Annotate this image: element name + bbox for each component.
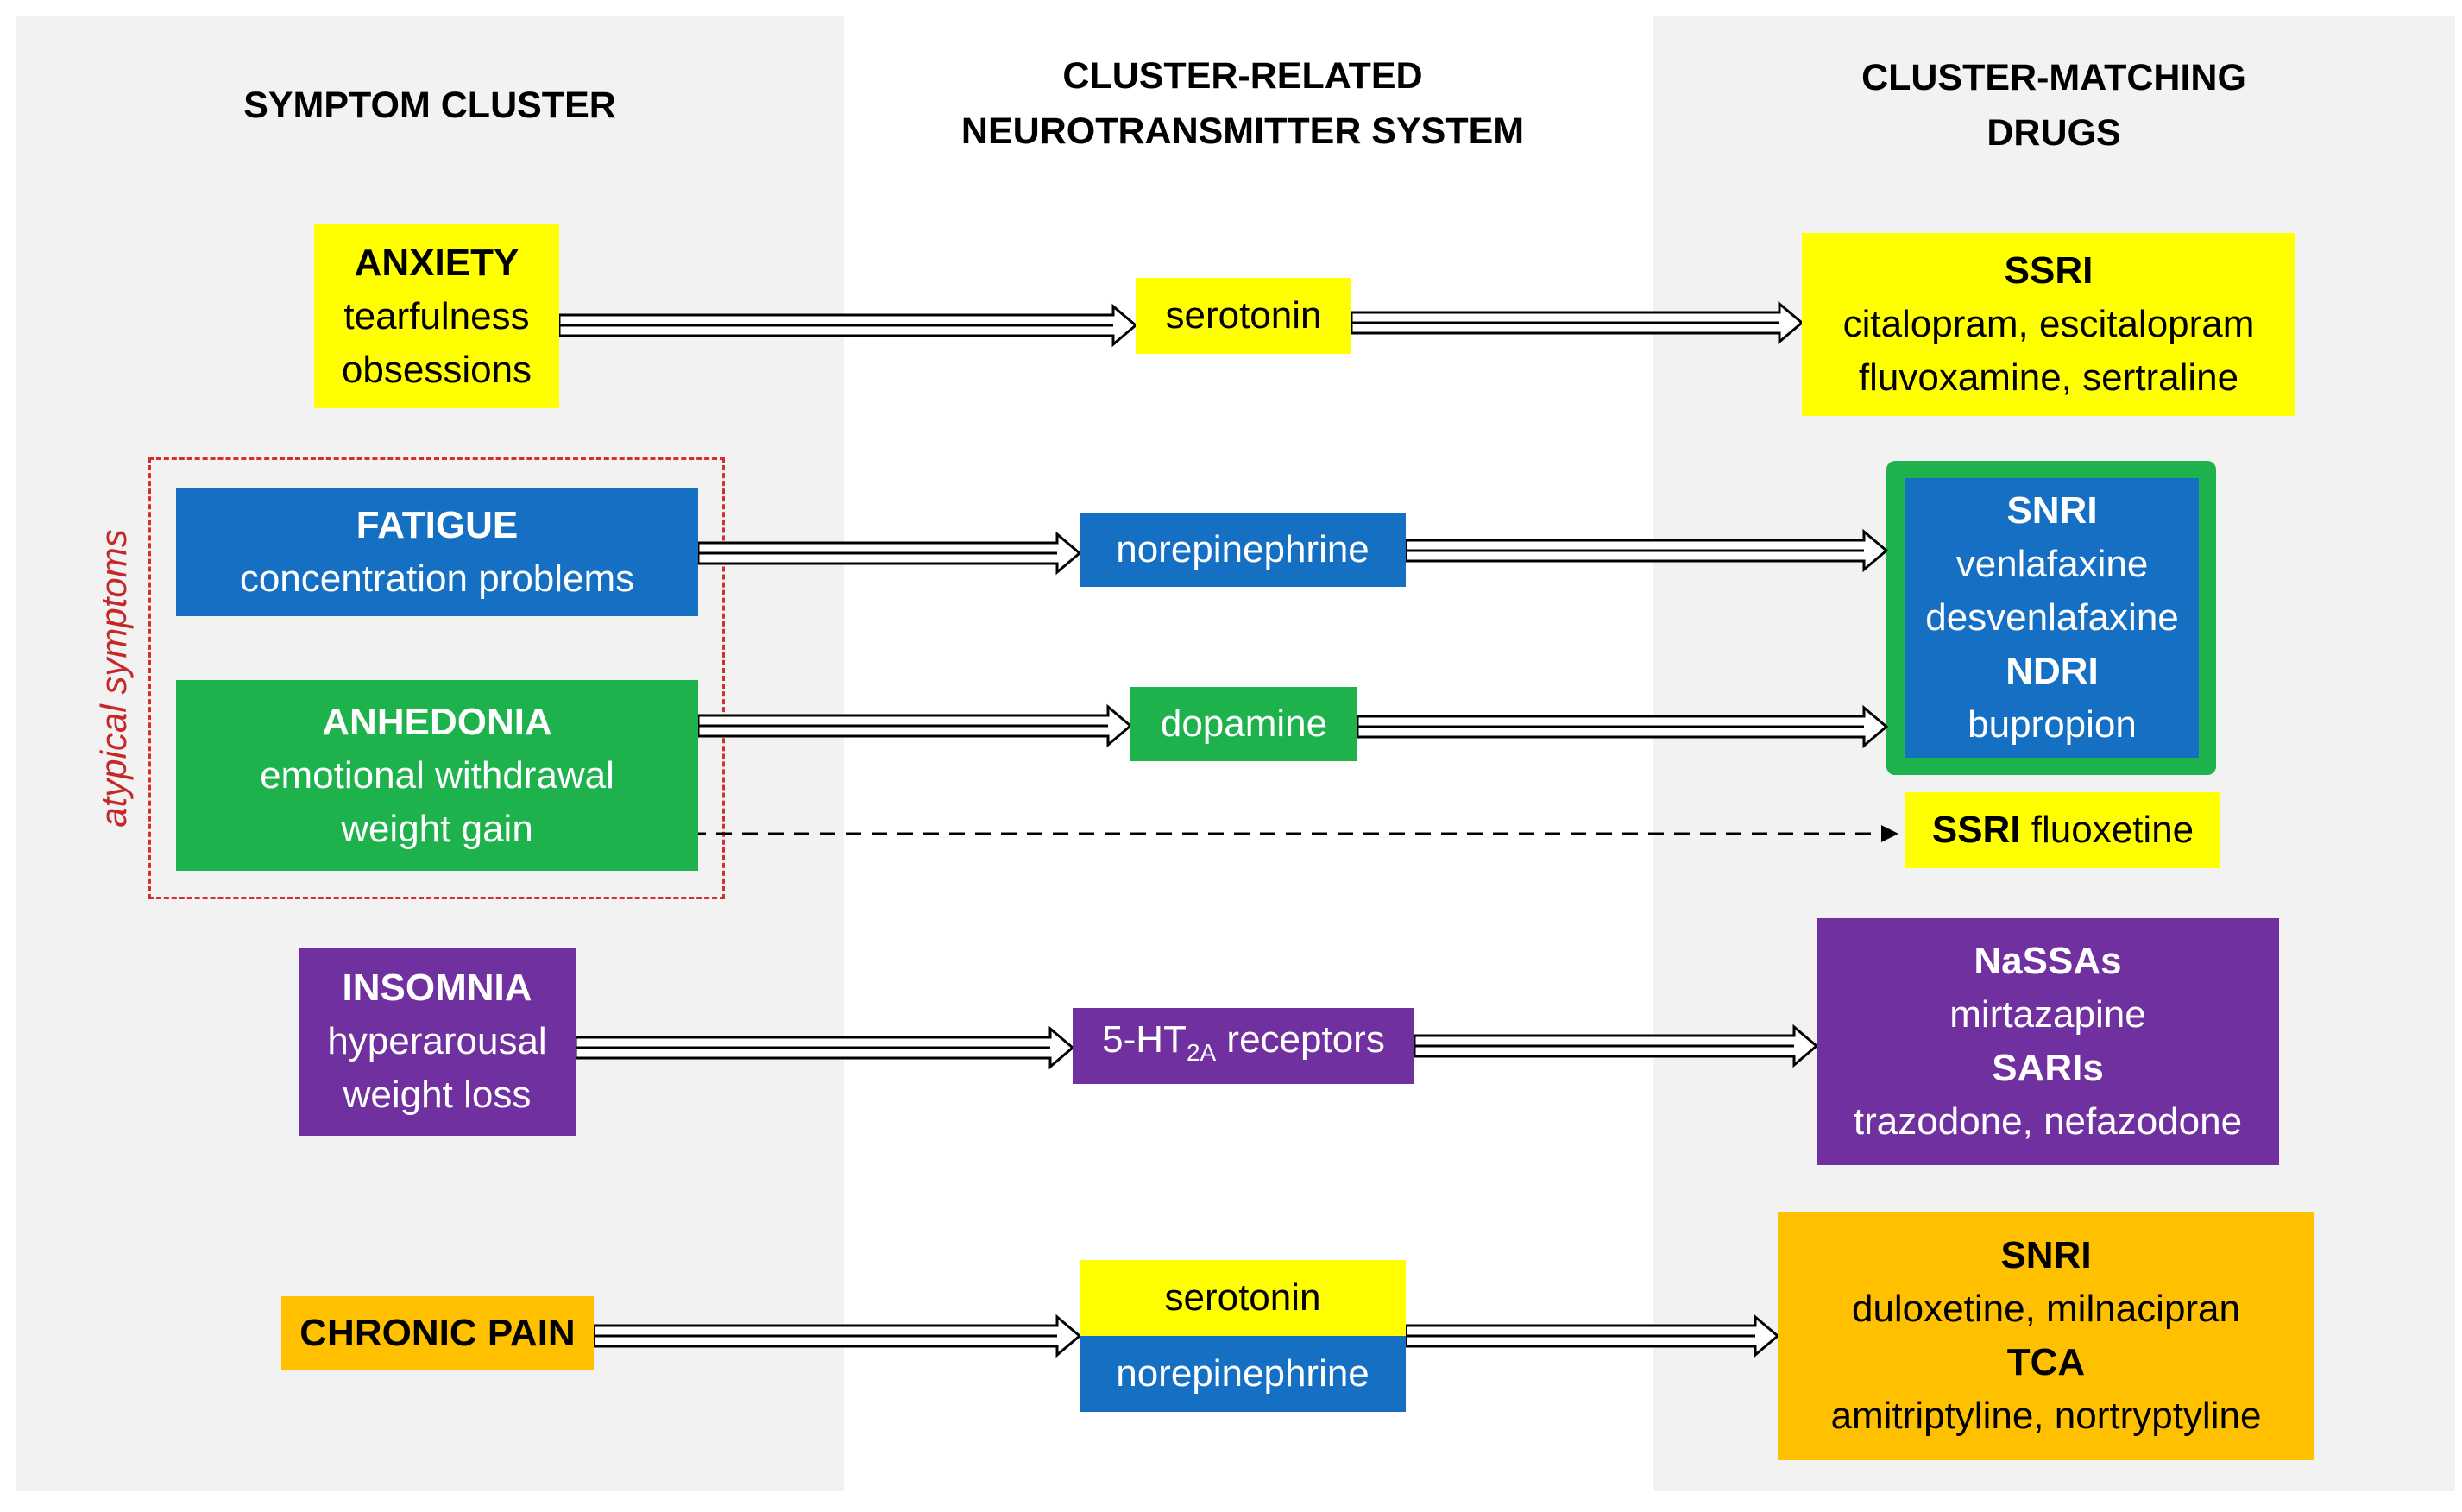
header-neuro-line2: NEUROTRANSMITTER SYSTEM (960, 110, 1525, 152)
neuro-norepinephrine-text: norepinephrine (1116, 528, 1370, 570)
drugs-snri-venlafaxine: venlafaxine (1955, 543, 2149, 585)
symptom-insomnia-line3: weight loss (343, 1074, 532, 1116)
drugs-ssri-line2: citalopram, escitalopram (1842, 303, 2255, 345)
drugs-nassa-sari: NaSSAs mirtazapine SARIs trazodone, nefa… (1817, 918, 2279, 1165)
symptom-anhedonia-line2: emotional withdrawal (260, 753, 614, 797)
drugs-snri2-title: SNRI (2000, 1234, 2092, 1276)
symptom-fatigue: FATIGUE concentration problems (176, 488, 698, 616)
drugs-sari-title: SARIs (1992, 1047, 2104, 1089)
symptom-anxiety-line2: tearfulness (343, 294, 530, 337)
symptom-anxiety-title: ANXIETY (354, 241, 519, 284)
drugs-tca-title: TCA (2006, 1341, 2086, 1383)
drugs-ssri-title: SSRI (2004, 249, 2094, 292)
symptom-anxiety: ANXIETY tearfulness obsessions (314, 224, 559, 408)
symptom-fatigue-title: FATIGUE (356, 504, 519, 546)
neuro-pain-norepinephrine-text: norepinephrine (1116, 1352, 1370, 1395)
drugs-snri-ndri: SNRI venlafaxine desvenlafaxine NDRI bup… (1905, 478, 2199, 758)
neuro-5ht2a-subscript: 2A (1186, 1038, 1217, 1066)
drugs-nassa-title: NaSSAs (1974, 940, 2122, 982)
drugs-ssri-fluoxetine-rest: fluoxetine (2020, 809, 2194, 851)
drugs-snri2-drugs: duloxetine, milnacipran (1851, 1288, 2241, 1330)
drugs-ndri-title: NDRI (2005, 650, 2099, 692)
atypical-symptoms-group (148, 457, 725, 899)
symptom-insomnia: INSOMNIA hyperarousal weight loss (299, 948, 576, 1136)
header-neurotransmitter-system: CLUSTER-RELATED NEUROTRANSMITTER SYSTEM (863, 48, 1622, 159)
drugs-ssri-line3: fluvoxamine, sertraline (1858, 356, 2239, 399)
header-drugs-line1: CLUSTER-MATCHING (1861, 57, 2246, 98)
drugs-snri-title: SNRI (2006, 489, 2098, 532)
dashed-arrow-fluoxetine (561, 825, 1898, 842)
symptom-insomnia-title: INSOMNIA (342, 967, 532, 1009)
drugs-snri-tca: SNRI duloxetine, milnacipran TCA amitrip… (1778, 1212, 2314, 1460)
drugs-ssri-fluoxetine: SSRI fluoxetine (1905, 792, 2220, 868)
neuro-dopamine-text: dopamine (1160, 702, 1328, 745)
symptom-anxiety-line3: obsessions (341, 348, 532, 391)
symptom-chronic-pain: CHRONIC PAIN (281, 1296, 594, 1370)
drugs-sari-drugs: trazodone, nefazodone (1853, 1100, 2243, 1143)
drugs-ssri-fluoxetine-bold: SSRI (1931, 809, 2021, 851)
neuro-pain-norepinephrine: norepinephrine (1080, 1336, 1406, 1412)
drugs-ssri: SSRI citalopram, escitalopram fluvoxamin… (1802, 233, 2295, 416)
header-drugs-line2: DRUGS (1987, 112, 2121, 154)
symptom-anhedonia: ANHEDONIA emotional withdrawal weight ga… (176, 680, 698, 871)
drugs-ssri-fluoxetine-text: SSRI fluoxetine (1932, 803, 2194, 857)
header-symptom-cluster: SYMPTOM CLUSTER (16, 78, 844, 133)
drugs-ndri-bupropion: bupropion (1968, 703, 2137, 746)
header-cluster-matching-drugs: CLUSTER-MATCHING DRUGS (1653, 50, 2455, 161)
symptom-chronic-pain-title: CHRONIC PAIN (299, 1312, 576, 1354)
header-neuro-line1: CLUSTER-RELATED (1062, 55, 1423, 97)
neuro-5ht2a-suffix: receptors (1216, 1017, 1385, 1061)
symptom-insomnia-line2: hyperarousal (327, 1020, 547, 1062)
drugs-snri-desvenlafaxine: desvenlafaxine (1925, 596, 2179, 639)
symptom-anhedonia-title: ANHEDONIA (322, 700, 552, 743)
drugs-nassa-mirtazapine: mirtazapine (1949, 993, 2146, 1036)
neuro-dopamine: dopamine (1130, 687, 1357, 761)
neuro-5ht2a-prefix: 5-HT (1102, 1017, 1187, 1061)
neuro-serotonin: serotonin (1136, 278, 1351, 354)
neuro-5ht2a-text: 5-HT2A receptors (1102, 1013, 1385, 1080)
header-symptom-cluster-text: SYMPTOM CLUSTER (243, 85, 616, 126)
neuro-serotonin-text: serotonin (1165, 294, 1322, 337)
neuro-pain-serotonin: serotonin (1080, 1260, 1406, 1336)
drugs-tca-drugs: amitriptyline, nortryptyline (1830, 1395, 2262, 1437)
symptom-anhedonia-line3: weight gain (341, 807, 533, 850)
neuro-5ht2a-receptors: 5-HT2A receptors (1073, 1008, 1414, 1084)
neuro-pain-serotonin-text: serotonin (1164, 1276, 1321, 1319)
symptom-fatigue-line2: concentration problems (239, 558, 635, 600)
neuro-norepinephrine: norepinephrine (1080, 513, 1406, 587)
